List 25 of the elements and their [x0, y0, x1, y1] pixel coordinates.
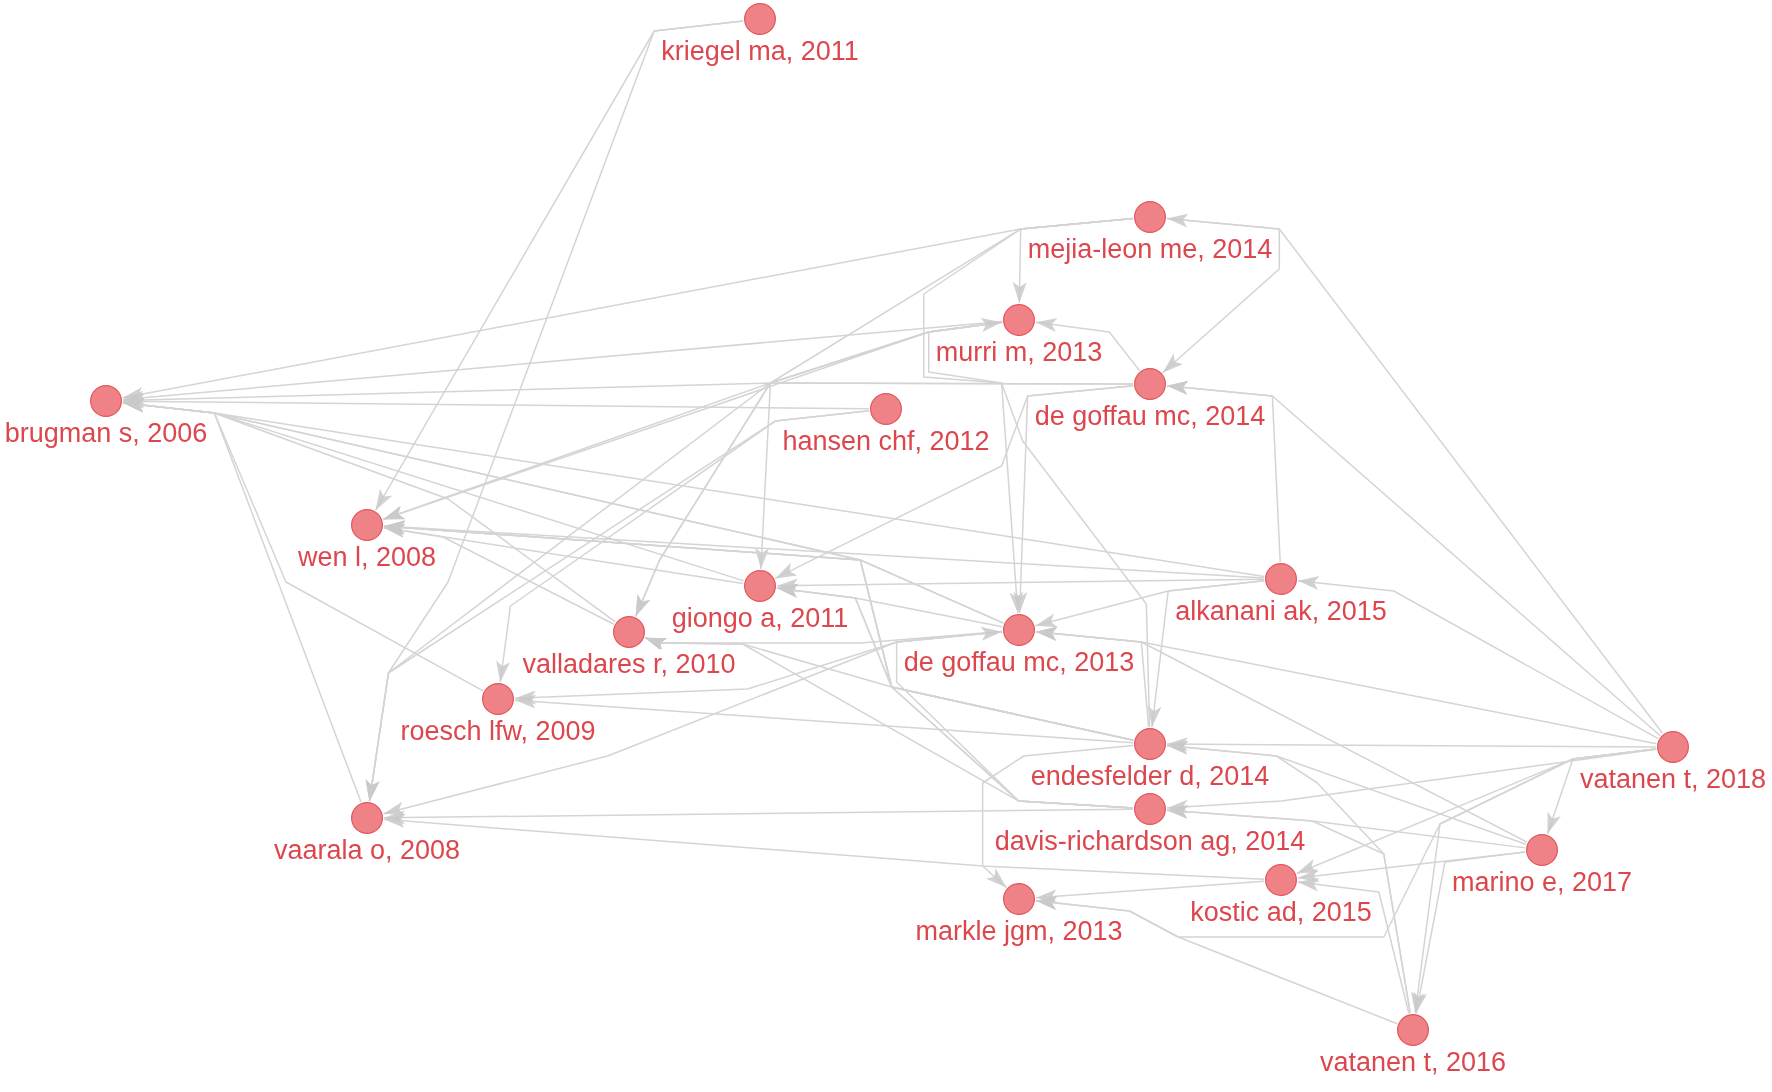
citation-arrow [1147, 580, 1265, 728]
citation-arrow [514, 694, 1134, 744]
citation-arrow [1035, 880, 1265, 904]
citation-arrow [1166, 737, 1657, 752]
citation-arrow [383, 520, 1265, 579]
citation-arrow [1413, 851, 1526, 1015]
citation-arrow [365, 410, 870, 802]
citation-arrow [1166, 804, 1411, 1014]
citation-arrow [1297, 851, 1526, 883]
citation-arrow [776, 578, 1265, 593]
citation-arrow [1166, 380, 1661, 737]
citation-arrow [383, 524, 615, 625]
node-label: valladares r, 2010 [520, 649, 738, 679]
citation-arrow [927, 318, 1151, 728]
citation-arrow [1035, 318, 1141, 372]
citation-arrow [382, 382, 1134, 521]
citation-arrow [1013, 384, 1134, 614]
citation-arrow [1297, 576, 1659, 740]
citation-arrow [122, 394, 870, 410]
citation-arrow [122, 320, 1003, 405]
citation-arrow [383, 813, 1265, 880]
citation-arrow [1297, 877, 1410, 1015]
citation-arrow [383, 808, 1134, 825]
citation-arrow [1166, 213, 1664, 735]
citation-arrow [981, 744, 1134, 889]
